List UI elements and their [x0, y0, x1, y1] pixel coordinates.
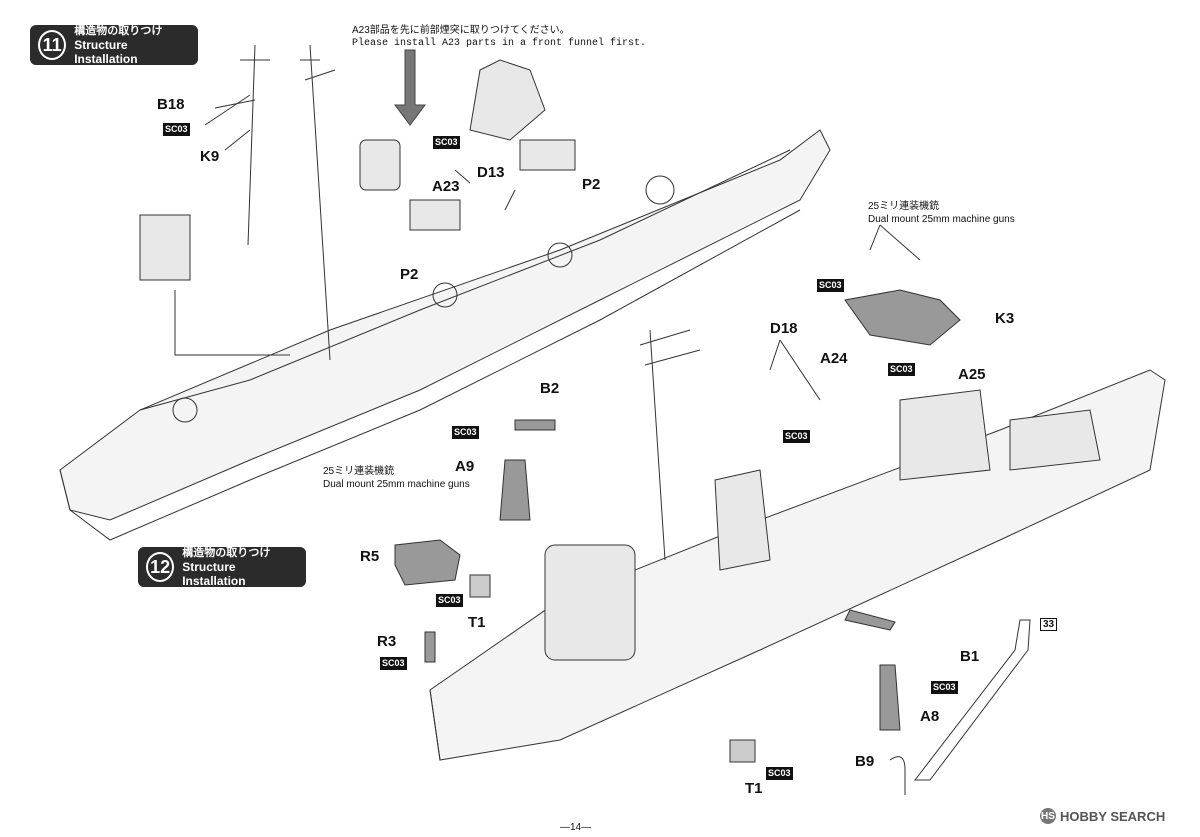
part-label-b18: B18: [157, 96, 185, 113]
part-label-a24: A24: [820, 350, 848, 367]
paint-code-tag: SC03: [433, 136, 460, 149]
funnel-note-jp: A23部品を先に前部煙突に取りつけてください。: [352, 25, 570, 36]
step12-title-en: Structure Installation: [182, 560, 246, 588]
part-label-k3: K3: [995, 310, 1015, 327]
watermark-text: HOBBY SEARCH: [1060, 808, 1166, 824]
step11-title-jp: 構造物の取りつけ: [74, 25, 163, 37]
paint-code-tag: SC03: [163, 123, 190, 136]
part-label-b1: B1: [960, 648, 980, 665]
part-label-r5: R5: [360, 548, 380, 565]
part-label-r3: R3: [377, 633, 397, 650]
paint-code-tag: SC03: [817, 279, 844, 292]
watermark-logo: HS: [1040, 808, 1056, 824]
mg-note-en-bottom: Dual mount 25mm machine guns: [323, 479, 470, 490]
part-label-k9: K9: [200, 148, 220, 165]
part-label-p2a: P2: [582, 176, 601, 193]
part-label-p2b: P2: [400, 266, 419, 283]
paint-code-tag: SC03: [931, 681, 958, 694]
funnel-note-en: Please install A23 parts in a front funn…: [352, 38, 647, 49]
page-number: —14—: [560, 822, 592, 833]
step11-number: 11: [38, 30, 67, 60]
paint-code-tag: SC03: [452, 426, 479, 439]
paint-code-tag: SC03: [766, 767, 793, 780]
step11-title-en: Structure Installation: [74, 38, 138, 66]
mg-note-jp-bottom: 25ミリ連装機銃: [323, 466, 395, 477]
part-label-a25: A25: [958, 366, 986, 383]
step12-number: 12: [146, 552, 175, 582]
part-label-b2: B2: [540, 380, 560, 397]
part-label-b9: B9: [855, 753, 875, 770]
part-label-d13: D13: [477, 164, 505, 181]
watermark: HS HOBBY SEARCH: [1040, 808, 1165, 824]
mg-note-jp-top: 25ミリ連装機銃: [868, 201, 940, 212]
part-label-t1a: T1: [468, 614, 486, 631]
step12-title-jp: 構造物の取りつけ: [182, 547, 271, 559]
paint-code-tag: SC03: [888, 363, 915, 376]
part-label-t1b: T1: [745, 780, 763, 797]
step12-badge: 12 構造物の取りつけ Structure Installation: [138, 547, 306, 588]
step11-badge: 11 構造物の取りつけ Structure Installation: [30, 25, 198, 66]
part-label-a23: A23: [432, 178, 460, 195]
part-label-d18: D18: [770, 320, 798, 337]
part-label-a8: A8: [920, 708, 940, 725]
reference-badge: 33: [1040, 618, 1058, 631]
part-label-a9: A9: [455, 458, 475, 475]
paint-code-tag: SC03: [783, 430, 810, 443]
paint-code-tag: SC03: [436, 594, 463, 607]
mg-note-en-top: Dual mount 25mm machine guns: [868, 214, 1015, 225]
paint-code-tag: SC03: [380, 657, 407, 670]
